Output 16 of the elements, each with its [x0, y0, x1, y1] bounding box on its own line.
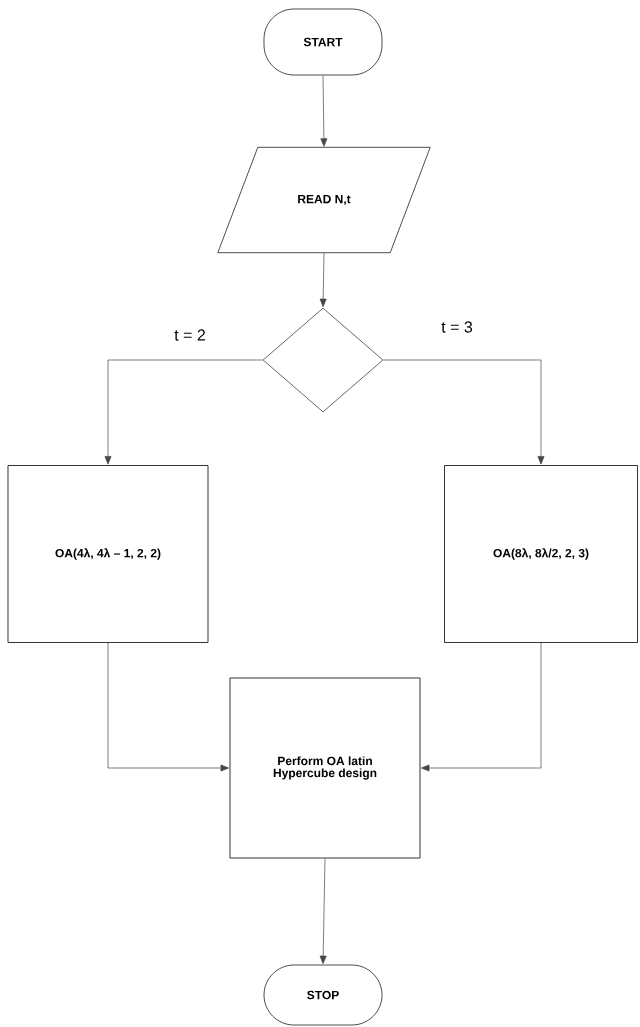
decision-diamond	[262, 307, 384, 413]
edge-label: t = 3	[440, 320, 474, 334]
process-box: OA(8λ, 8λ/2, 2, 3)	[444, 465, 638, 643]
arrow	[382, 359, 545, 465]
input-parallelogram: READ N,t	[217, 146, 431, 254]
process-box: Perform OA latin Hypercube design	[229, 677, 421, 859]
arrow	[319, 858, 327, 965]
terminal-box: STOP	[263, 964, 383, 1026]
arrow	[320, 75, 328, 147]
arrow	[319, 252, 327, 308]
edge-label: t = 2	[173, 328, 207, 342]
arrow	[104, 359, 264, 465]
arrow	[107, 642, 229, 772]
terminal-box: START	[263, 8, 383, 76]
process-box: OA(4λ, 4λ – 1, 2, 2)	[7, 465, 209, 643]
arrow	[421, 642, 542, 772]
